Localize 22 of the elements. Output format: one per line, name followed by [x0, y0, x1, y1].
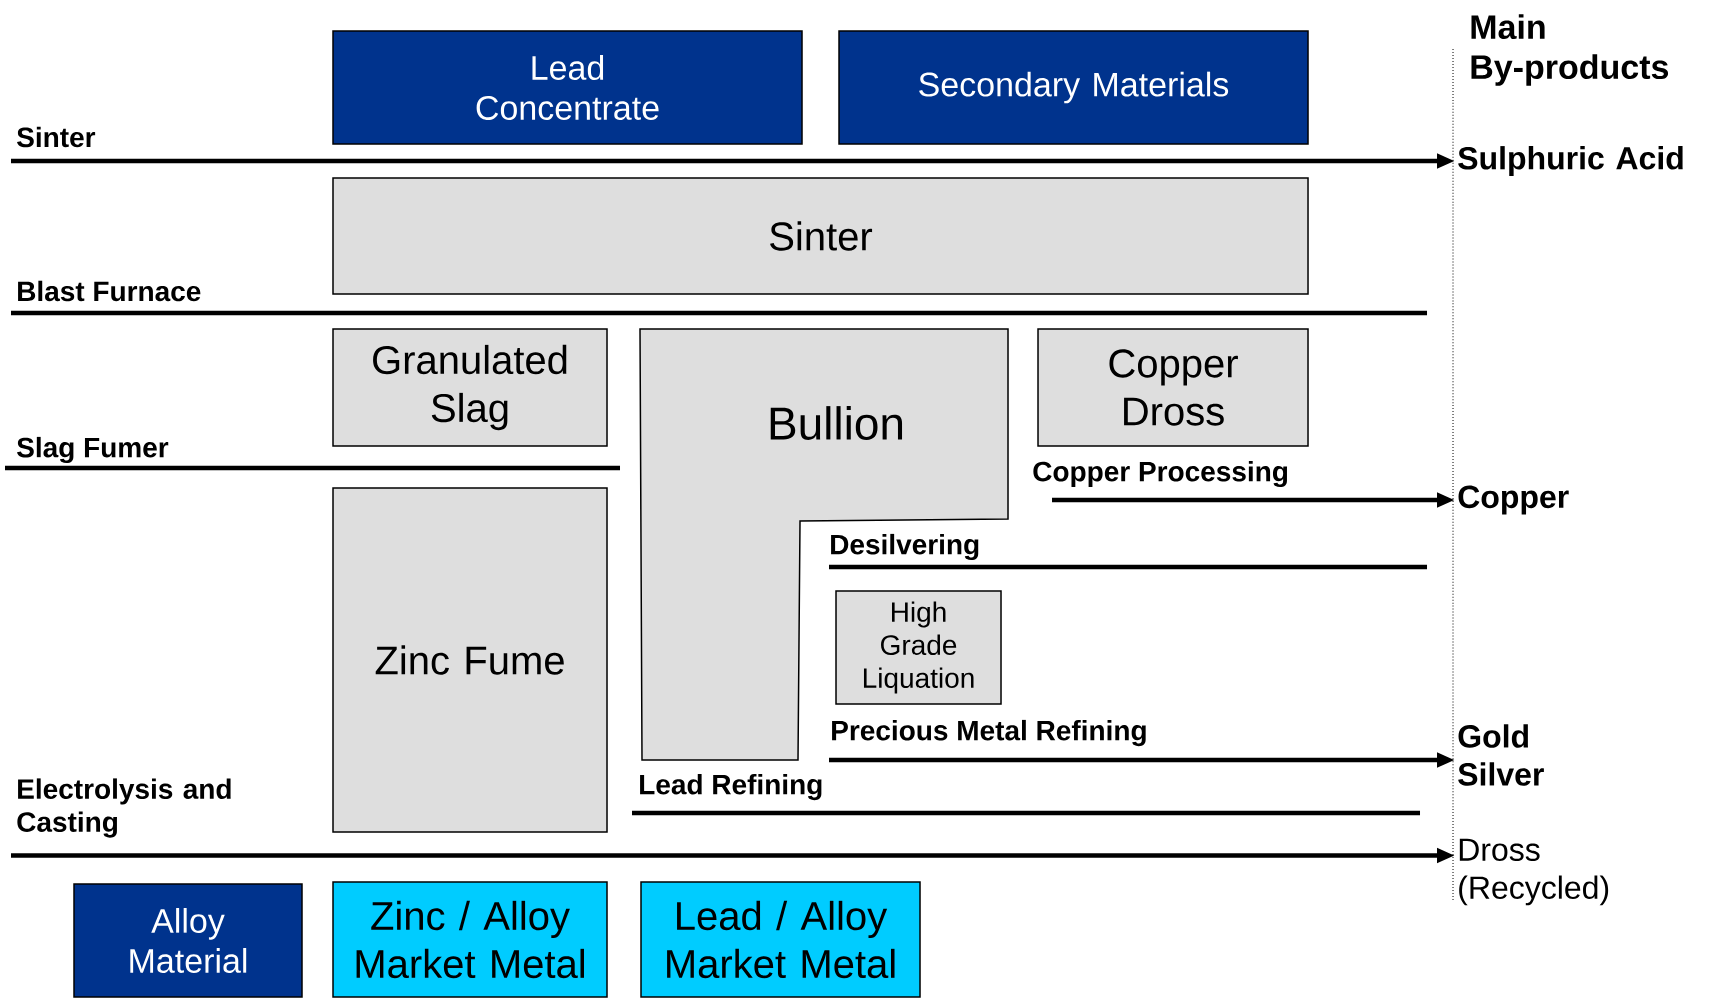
stage-label: Desilvering: [831, 533, 979, 561]
by-product-label: Copper: [1458, 485, 1569, 515]
by-product-label: Sulphuric Acid: [1458, 146, 1683, 176]
process-box: Granulated Slag: [332, 328, 608, 447]
process-box: Zinc Fume: [332, 487, 608, 833]
input-box: Alloy Material: [73, 883, 303, 998]
process-box: Sinter: [332, 177, 1309, 295]
process-box: High Grade Liquation: [835, 590, 1002, 705]
stage-label: Sinter: [17, 126, 96, 148]
stage-label: Blast Furnace: [18, 280, 201, 302]
stage-label: Electrolysis and Casting: [17, 778, 231, 838]
stage-label: Copper Processing: [1033, 460, 1288, 488]
input-box: Secondary Materials: [838, 30, 1309, 145]
product-box: Lead / Alloy Market Metal: [640, 881, 921, 998]
input-box: Lead Concentrate: [332, 30, 803, 145]
stage-label: Slag Fumer: [17, 436, 169, 464]
product-box: Zinc / Alloy Market Metal: [332, 881, 608, 998]
by-product-label: Dross (Recycled): [1459, 838, 1609, 906]
column-heading: Main By-products: [1471, 14, 1669, 86]
process-box: Copper Dross: [1037, 328, 1309, 447]
by-product-label: Gold Silver: [1458, 724, 1544, 786]
stage-label: Lead Refining: [640, 773, 822, 801]
